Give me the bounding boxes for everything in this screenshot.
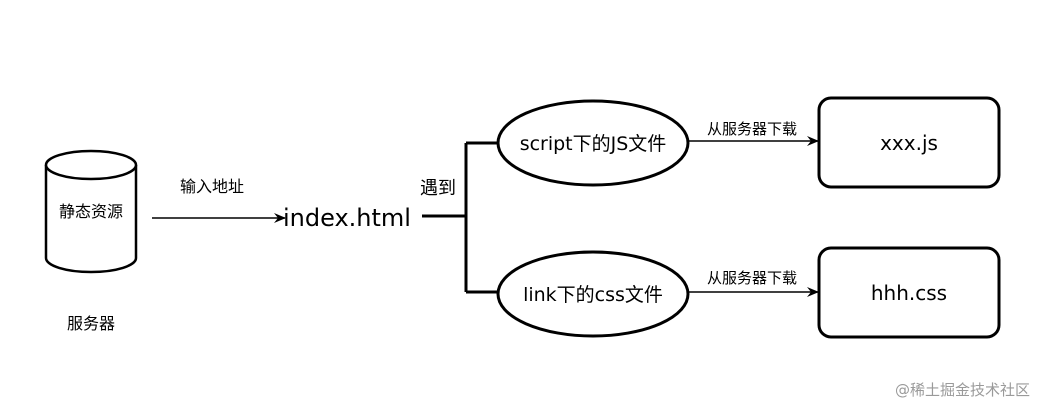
xxx-js-label: xxx.js [880,131,938,155]
watermark: @稀土掘金技术社区 [895,381,1030,399]
server-cylinder-label: 静态资源 [59,202,123,221]
link-css-ellipse [496,250,690,338]
server-caption: 服务器 [67,314,115,333]
server-cylinder [44,149,138,274]
edge-label-download-css: 从服务器下载 [707,269,797,287]
script-js-ellipse [496,99,690,187]
hhh-css-box [817,246,1001,339]
edge-label-encounter: 遇到 [420,178,456,199]
xxx-js-box [817,96,1001,189]
edge-label-download-js: 从服务器下载 [707,120,797,138]
branch-connector [422,141,498,294]
link-css-label: link下的css文件 [523,284,663,306]
index-html-node: index.html [283,204,411,232]
edge-label-input-address: 输入地址 [180,177,244,196]
hhh-css-label: hhh.css [871,281,947,305]
script-js-label: script下的JS文件 [520,133,667,155]
